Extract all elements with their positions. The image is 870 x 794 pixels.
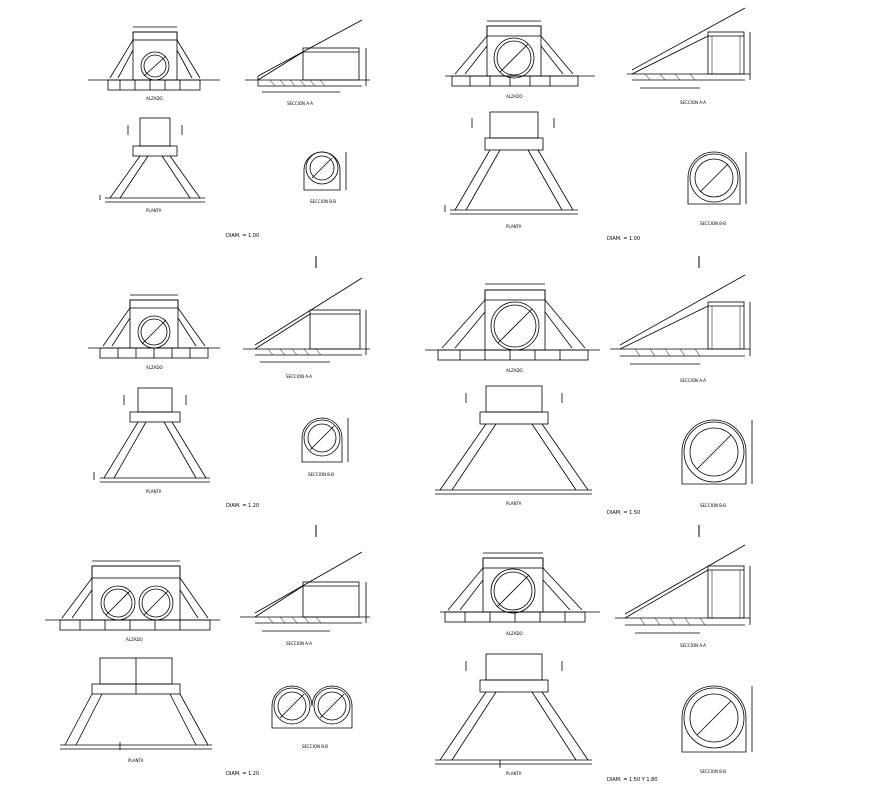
section-view xyxy=(627,7,751,89)
pipe-section-label: SECCION B-B xyxy=(308,472,334,477)
plan-view xyxy=(435,385,592,495)
hatch xyxy=(634,306,741,357)
elevation-view xyxy=(440,552,600,623)
hatch xyxy=(269,79,326,87)
section-view xyxy=(245,19,370,93)
plan-view xyxy=(444,111,578,215)
pipe-section-label: SECCION B-B xyxy=(700,503,726,508)
section-view xyxy=(240,551,370,632)
section-view xyxy=(610,274,751,365)
pipe-section-label: SECCION B-B xyxy=(310,199,336,204)
pipe-section-label: SECCION B-B xyxy=(302,744,328,749)
elevation-view xyxy=(88,26,220,91)
plan-label: PLANTA xyxy=(506,501,522,506)
elevation-view xyxy=(425,283,600,361)
elevation-label: ALZADO xyxy=(126,637,143,642)
elevation-view xyxy=(445,20,595,87)
section-label: SECCION A-A xyxy=(286,374,312,379)
elevation-label: ALZADO xyxy=(146,365,163,370)
panel-6: ALZADO SECCION A-A PLANTA xyxy=(435,544,753,783)
elevation-label: ALZADO xyxy=(506,94,523,99)
elevation-label: ALZADO xyxy=(146,96,163,101)
hatch xyxy=(267,348,322,356)
plan-view xyxy=(60,657,212,750)
panel-3: ALZADO SECCION A-A PLANTA xyxy=(88,277,370,509)
panel-title: DIAM. = 1.00 xyxy=(607,236,640,242)
plan-label: PLANTA xyxy=(146,489,162,494)
section-view xyxy=(615,544,751,634)
elevation-view xyxy=(45,560,220,631)
section-label: SECCION A-A xyxy=(680,100,706,105)
pipe-section-view xyxy=(681,419,753,485)
section-view xyxy=(243,277,370,363)
panel-title: DIAM. = 1.00 xyxy=(226,233,259,239)
panel-title: DIAM. = 1.20 xyxy=(226,771,259,777)
section-label: SECCION A-A xyxy=(287,101,313,106)
pipe-section-view xyxy=(303,151,347,191)
elevation-view xyxy=(88,294,220,359)
pipe-section-view xyxy=(681,685,753,753)
panel-4: ALZADO SECCION A-A PLANTA xyxy=(425,274,753,516)
pipe-section-view xyxy=(271,685,353,729)
pipe-section-label: SECCION B-B xyxy=(700,769,726,774)
plan-label: PLANTA xyxy=(506,224,522,229)
plan-label: PLANTA xyxy=(128,758,144,763)
plan-view xyxy=(93,387,210,483)
pipe-section-label: SECCION B-B xyxy=(700,221,726,226)
section-label: SECCION A-A xyxy=(680,378,706,383)
section-label: SECCION A-A xyxy=(680,643,706,648)
plan-view xyxy=(435,653,592,768)
panel-title: DIAM. = 1.50 Y 1.80 xyxy=(607,777,658,783)
plan-label: PLANTA xyxy=(506,771,522,776)
elevation-label: ALZADO xyxy=(506,631,523,636)
panel-title: DIAM. = 1.20 xyxy=(226,503,259,509)
pipe-section-view xyxy=(687,151,747,205)
hatch xyxy=(267,616,322,624)
plan-label: PLANTA xyxy=(146,208,162,213)
pipe-section-view xyxy=(301,417,349,463)
section-label: SECCION A-A xyxy=(286,641,312,646)
panel-5: ALZADO SECCION A-A PLANTA xyxy=(45,551,370,777)
plan-view xyxy=(99,117,205,203)
panel-2: ALZADO SECCION A-A PLANTA xyxy=(444,7,751,242)
panel-1: ALZADO SECCION A-A xyxy=(88,19,370,239)
panel-title: DIAM. = 1.50 xyxy=(607,510,640,516)
hatch xyxy=(644,36,741,81)
hatch xyxy=(639,570,741,626)
elevation-label: ALZADO xyxy=(506,368,523,373)
